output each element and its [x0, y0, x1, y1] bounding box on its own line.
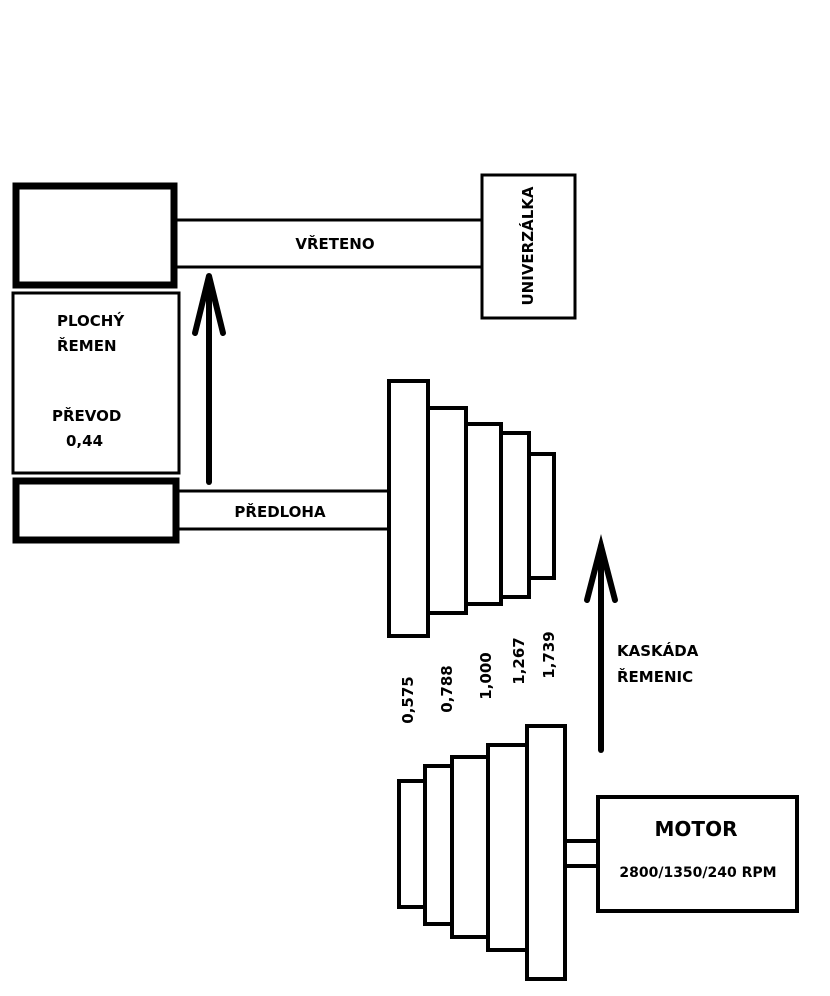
lower-step-2 [423, 764, 454, 926]
upper-step-2 [426, 406, 468, 615]
ratio-label-4: 1,267 [510, 637, 528, 684]
lower-step-3 [450, 755, 490, 939]
lower-cone-pulley [397, 724, 567, 981]
machine-label: UNIVERZÁLKA [518, 186, 537, 305]
upper-cone-pulley [387, 379, 556, 638]
upper-step-3 [464, 422, 503, 606]
countershaft-label: PŘEDLOHA [234, 502, 326, 521]
machine-box [480, 173, 577, 320]
upper-step-1 [387, 379, 430, 638]
motor-speed: 2800/1350/240 RPM [619, 865, 776, 881]
ratio-label-3: 1,000 [477, 652, 495, 699]
cascade-label-1: KASKÁDA [617, 641, 699, 660]
ratio-label-2: 0,788 [438, 665, 456, 712]
lower-step-1 [397, 779, 427, 909]
lower-step-4 [486, 743, 529, 952]
arrow-up-icon [192, 273, 226, 485]
cascade-label-2: ŘEMENIC [617, 667, 693, 686]
upper-step-4 [499, 431, 531, 599]
arrow-up-icon [584, 534, 618, 753]
motor-shaft [563, 839, 600, 868]
ratio-label: PŘEVOD [52, 406, 121, 425]
upper-step-5 [527, 452, 556, 580]
countershaft-pulley [12, 477, 180, 544]
lower-step-5 [525, 724, 567, 981]
spindle-pulley [12, 182, 178, 289]
motor-label: MOTOR [655, 817, 738, 841]
ratio-label-5: 1,739 [540, 631, 558, 678]
motor-box [596, 795, 799, 913]
flat-belt-label-1: PLOCHÝ [57, 311, 125, 330]
flat-belt-box [11, 291, 181, 475]
spindle-label: VŘETENO [295, 234, 374, 253]
ratio-label-1: 0,575 [399, 676, 417, 723]
flat-belt-label-2: ŘEMEN [57, 336, 117, 355]
ratio-value: 0,44 [66, 432, 103, 450]
